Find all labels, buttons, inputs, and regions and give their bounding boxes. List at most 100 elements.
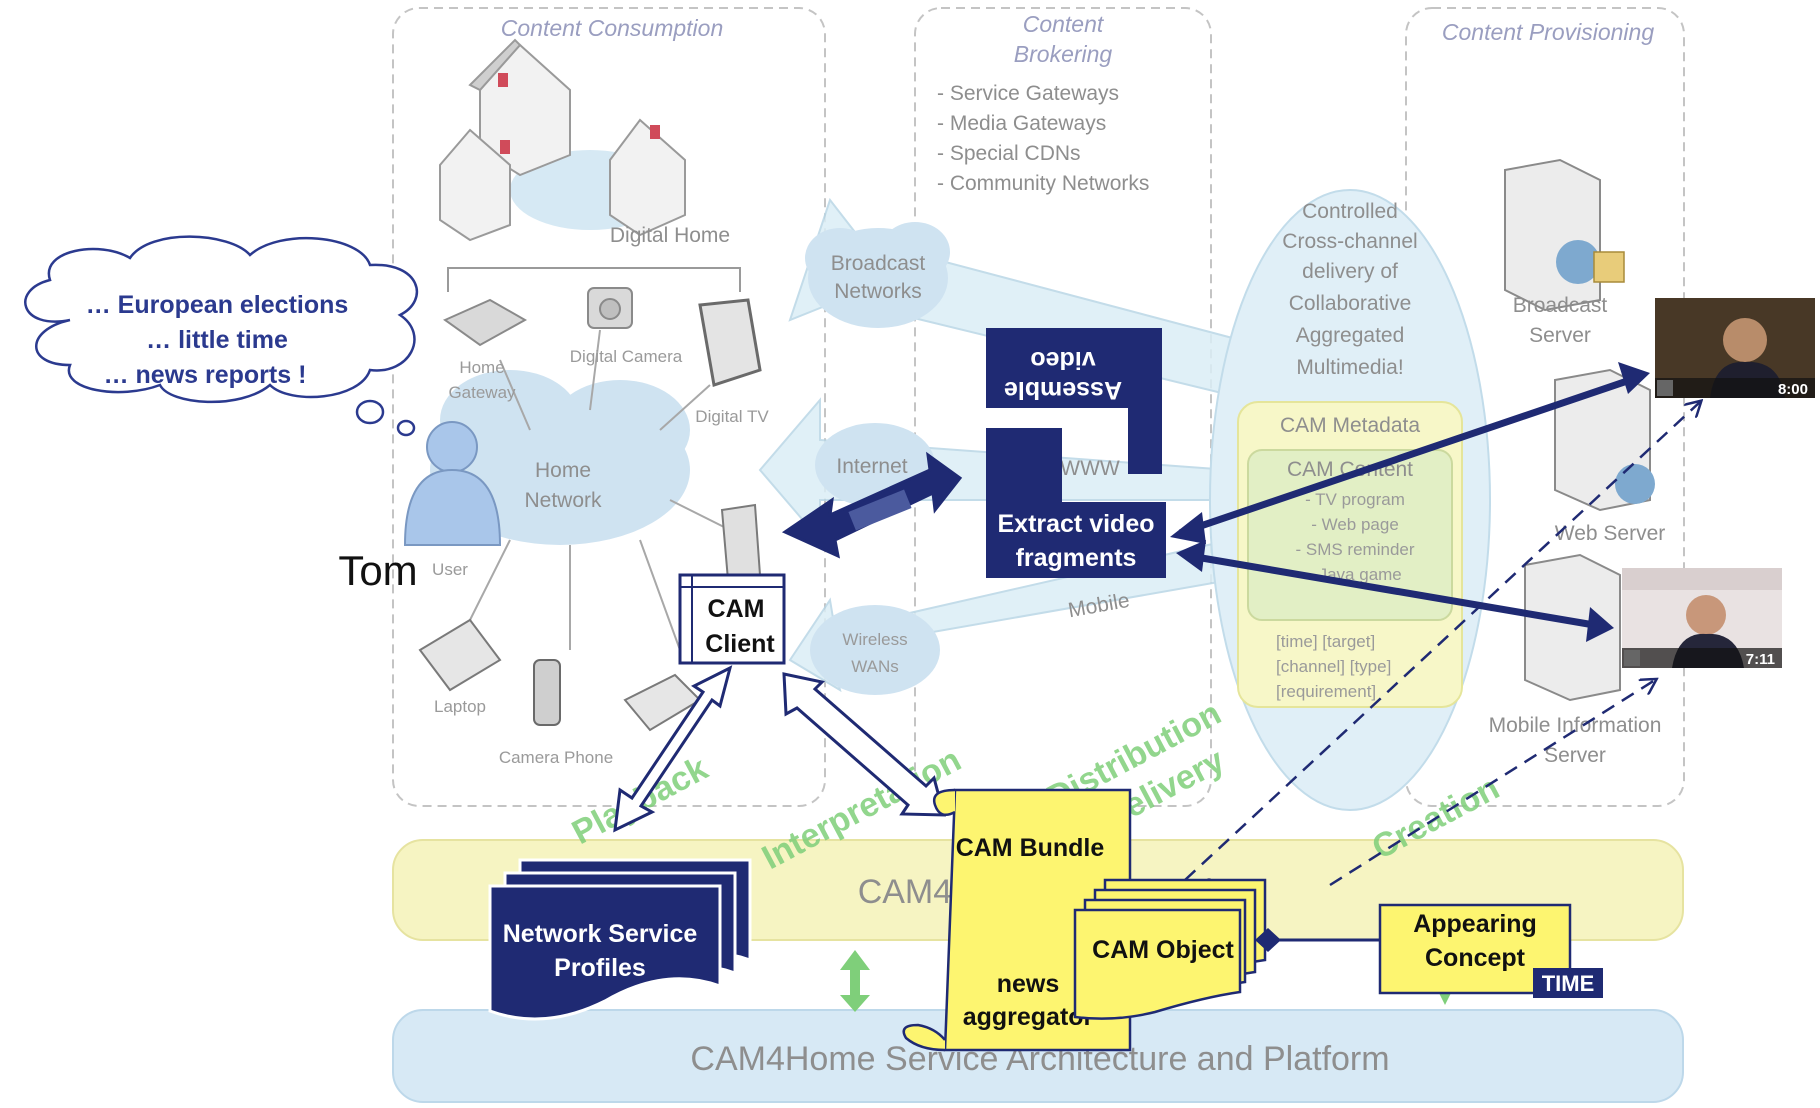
broadcast-cloud-icon <box>805 222 950 328</box>
provisioning-box <box>1405 7 1685 807</box>
extract-video-box <box>986 428 1166 578</box>
video-thumbnail-top[interactable]: 8:00 <box>1655 298 1815 398</box>
ellipse-line: Cross-channel <box>1282 230 1417 253</box>
label-digital-camera: Digital Camera <box>570 347 683 366</box>
metadata-tags-2: [channel] [type] <box>1276 657 1391 676</box>
label-wireless-wans-2: WANs <box>851 657 899 676</box>
assemble-video-box <box>986 328 1162 474</box>
label-camera-phone: Camera Phone <box>499 748 613 767</box>
section-title-provisioning: Content Provisioning <box>1442 19 1654 45</box>
cam-content-item: - TV program <box>1305 490 1405 509</box>
label-digital-home: Digital Home <box>610 224 730 247</box>
broadcast-server-icon <box>1504 158 1625 312</box>
arrow-band <box>848 489 912 531</box>
brokering-item: - Media Gateways <box>937 112 1106 135</box>
ellipse-line: Multimedia! <box>1296 356 1403 379</box>
wireless-cloud-icon <box>810 605 940 695</box>
cam-client-icon <box>678 573 786 665</box>
camera-phone-icon <box>533 659 561 726</box>
section-title-brokering-2: Brokering <box>1014 41 1113 67</box>
metadata-tags-1: [time] [target] <box>1276 632 1375 651</box>
home-bracket <box>447 267 741 292</box>
cam-object-stack <box>1073 878 1267 1020</box>
brokering-list: - Service Gateways - Media Gateways - Sp… <box>937 82 1149 195</box>
label-broadcast-networks-1: Broadcast <box>831 252 926 275</box>
label-cam-metadata: CAM Metadata <box>1280 414 1420 437</box>
extract-label-1: Extract video <box>997 510 1154 538</box>
news-aggregator-label-1: news <box>997 970 1060 998</box>
tom-label: Tom <box>338 547 417 594</box>
play-icon[interactable] <box>1657 380 1673 396</box>
label-home-network-1: Home <box>535 459 591 482</box>
label-mobile-server-2: Server <box>1544 744 1606 767</box>
label-laptop: Laptop <box>434 697 486 716</box>
brokering-item: - Community Networks <box>937 172 1149 195</box>
appearing-concept-label-2: Concept <box>1425 944 1526 972</box>
label-www: WWW <box>1060 457 1120 480</box>
section-title-consumption: Content Consumption <box>501 15 723 41</box>
label-web-server: Web Server <box>1555 522 1666 545</box>
bubble-line-1: … European elections <box>86 291 349 319</box>
brokering-item: - Service Gateways <box>937 82 1119 105</box>
houses-icon <box>439 38 686 242</box>
mobile-server-icon <box>1524 553 1621 702</box>
assemble-label-1: Assemble <box>1004 376 1122 404</box>
thought-bubble <box>24 235 418 437</box>
dashed-links <box>1184 402 1700 887</box>
laptop-icon <box>418 618 502 692</box>
ellipse-line: Collaborative <box>1289 292 1412 315</box>
thumb-top-duration: 8:00 <box>1778 381 1808 398</box>
bubble-line-2: … little time <box>146 326 288 354</box>
home-gateway-icon <box>442 298 528 347</box>
bubble-line-3: … news reports ! <box>104 361 307 389</box>
ellipse-text: Controlled Cross-channel delivery of Col… <box>1282 200 1417 379</box>
cam-bundle-label: CAM Bundle <box>956 834 1105 862</box>
thumbnail-arrows <box>1170 362 1650 642</box>
assemble-label-2: video <box>1030 346 1095 374</box>
label-home-gateway-1: Home <box>459 358 504 377</box>
nsp-label-2: Profiles <box>554 954 646 982</box>
label-home-network-2: Network <box>524 489 602 512</box>
digital-tv-icon <box>698 298 762 387</box>
ellipse-line: delivery of <box>1302 260 1398 283</box>
label-home-gateway-2: Gateway <box>448 383 516 402</box>
video-thumbnail-bottom[interactable]: 7:11 <box>1622 568 1782 668</box>
thumb-bottom-duration: 7:11 <box>1746 651 1775 668</box>
label-user: User <box>432 560 468 579</box>
label-wireless-wans-1: Wireless <box>842 630 907 649</box>
label-broadcast-server-2: Server <box>1529 324 1591 347</box>
time-tag-label: TIME <box>1542 971 1595 996</box>
label-broadcast-server-1: Broadcast <box>1513 294 1608 317</box>
aggregation-diamond-icon <box>1255 928 1281 952</box>
play-icon[interactable] <box>1624 650 1640 666</box>
nsp-label-1: Network Service <box>503 920 698 948</box>
media-device-icon <box>720 503 762 582</box>
ellipse-line: Aggregated <box>1296 324 1405 347</box>
network-service-profiles <box>488 858 752 1021</box>
cam-content-item: - Web page <box>1311 515 1399 534</box>
camera-lens-icon <box>599 298 621 320</box>
extract-label-2: fragments <box>1016 544 1137 572</box>
news-aggregator-label-2: aggregator <box>963 1003 1094 1031</box>
cam-content-list: - TV program - Web page - SMS reminder -… <box>1295 490 1414 584</box>
ellipse-line: Controlled <box>1302 200 1398 223</box>
user-icon <box>403 421 502 546</box>
cam-content-item: - SMS reminder <box>1295 540 1414 559</box>
label-internet: Internet <box>836 455 907 478</box>
cam-client-label-2: Client <box>705 630 775 658</box>
appearing-concept-label-1: Appearing <box>1413 910 1537 938</box>
brokering-item: - Special CDNs <box>937 142 1081 165</box>
time-tag <box>1533 968 1603 998</box>
consumption-box <box>392 7 826 807</box>
cam-client-label-1: CAM <box>708 595 765 623</box>
assemble-video-text: Assemble video <box>1004 346 1122 404</box>
metadata-tags-3: [requirement] <box>1276 682 1376 701</box>
network-spokes <box>469 329 731 651</box>
label-digital-tv: Digital TV <box>695 407 769 426</box>
label-mobile-server-1: Mobile Information <box>1489 714 1662 737</box>
web-server-icon <box>1554 368 1655 512</box>
label-broadcast-networks-2: Networks <box>834 280 922 303</box>
section-title-brokering-1: Content <box>1023 11 1105 37</box>
